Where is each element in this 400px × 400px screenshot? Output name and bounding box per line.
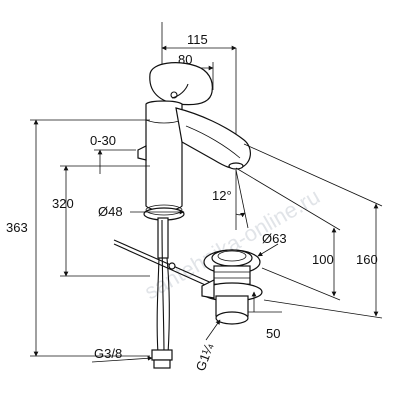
dim-160-label: 160 — [356, 252, 378, 267]
dim-100-label: 100 — [312, 252, 334, 267]
dimension-spout-angle: 12° — [212, 169, 249, 230]
dimension-waste-diameter: Ø63 — [257, 231, 287, 257]
lever-handle — [149, 62, 213, 106]
dimension-overall-length: 115 — [161, 22, 237, 165]
faucet-spout — [175, 107, 251, 170]
faucet-body — [137, 62, 251, 259]
dim-base-diameter-label: Ø48 — [98, 204, 123, 219]
dimension-160: 160 — [243, 143, 383, 319]
supply-hoses — [151, 219, 173, 369]
popup-rod — [113, 239, 215, 289]
dim-320-label: 320 — [52, 196, 74, 211]
dim-50-label: 50 — [266, 326, 280, 341]
dimension-100: 100 — [235, 167, 341, 301]
dimension-base-diameter: Ø48 — [98, 204, 185, 219]
dim-363-label: 363 — [6, 220, 28, 235]
waste-assembly — [201, 249, 263, 325]
dimension-hose-thread: G3/8 — [91, 346, 153, 363]
dimension-spout-height: 320 — [52, 165, 150, 277]
dimension-lever-travel: 0-30 — [90, 133, 136, 174]
dim-waste-diameter-label: Ø63 — [262, 231, 287, 246]
dimension-50: 50 — [248, 291, 282, 341]
dimension-total-height: 363 — [6, 119, 150, 357]
dim-12-deg-label: 12° — [212, 188, 232, 203]
dimension-waste-thread: G1¼ — [193, 319, 221, 373]
dim-115-label: 115 — [187, 32, 208, 47]
dim-g114-label: G1¼ — [193, 341, 217, 373]
dim-0-30-label: 0-30 — [90, 133, 116, 148]
faucet-column — [145, 100, 183, 212]
dim-g38-label: G3/8 — [94, 346, 122, 361]
